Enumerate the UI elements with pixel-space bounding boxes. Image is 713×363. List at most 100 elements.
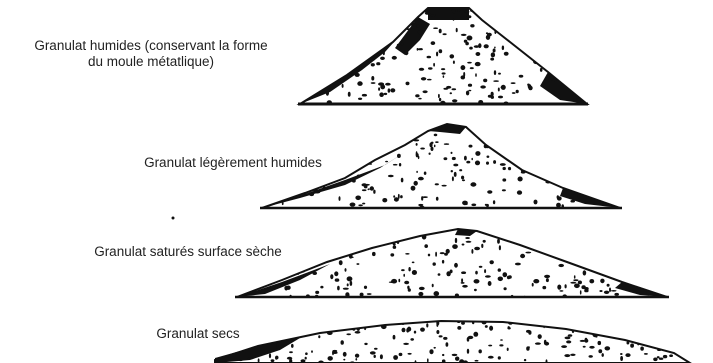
aggregate-speckle [580,340,586,342]
aggregate-speckle [620,353,623,355]
aggregate-speckle [461,34,467,36]
aggregate-speckle [461,75,466,79]
aggregate-speckle [470,24,474,27]
aggregate-speckle [666,346,670,350]
aggregate-speckle [436,197,439,201]
aggregate-speckle [433,63,435,67]
aggregate-speckle [564,354,570,357]
aggregate-speckle [519,75,524,78]
aggregate-speckle [502,178,506,181]
aggregate-speckle [286,324,289,329]
aggregate-speckle [517,190,522,194]
aggregate-speckle [674,346,678,351]
aggregate-speckle [373,190,375,194]
aggregate-speckle [510,16,514,19]
aggregate-speckle [575,53,578,56]
aggregate-speckle [397,44,400,47]
aggregate-speckle [583,162,587,164]
aggregate-speckle [413,139,419,141]
aggregate-speckle [346,7,351,10]
aggregate-speckle [416,132,418,134]
aggregate-speckle [363,48,366,51]
aggregate-speckle [587,194,591,196]
aggregate-speckle [247,334,251,337]
aggregate-speckle [505,233,510,237]
aggregate-speckle [450,54,455,58]
aggregate-speckle [478,43,481,48]
aggregate-speckle [366,244,371,246]
aggregate-speckle [306,28,310,31]
aggregate-speckle [375,31,381,35]
aggregate-speckle [274,188,276,192]
aggregate-speckle [588,191,592,193]
aggregate-speckle [401,320,406,325]
aggregate-speckle [540,125,545,129]
aggregate-speckle [454,263,458,268]
aggregate-speckle [589,258,593,260]
aggregate-speckle [439,98,441,101]
aggregate-speckle [500,163,506,166]
aggregate-speckle [363,321,368,326]
aggregate-speckle [280,270,283,272]
aggregate-speckle [580,69,585,71]
aggregate-speckle [283,261,287,265]
aggregate-speckle [565,284,567,288]
aggregate-speckle [424,172,427,175]
aggregate-speckle [583,270,587,275]
aggregate-speckle [513,33,518,37]
aggregate-speckle [632,251,634,255]
aggregate-speckle [271,236,277,241]
aggregate-speckle [486,162,489,165]
aggregate-speckle [393,246,397,249]
aggregate-speckle [556,159,559,161]
aggregate-speckle [402,328,406,333]
aggregate-speckle [609,288,611,293]
aggregate-speckle [579,44,582,48]
aggregate-speckle [419,68,424,71]
aggregate-speckle [393,164,398,166]
aggregate-speckle [459,169,462,171]
aggregate-speckle [342,84,344,88]
aggregate-speckle [582,139,588,143]
aggregate-speckle [625,353,630,357]
aggregate-speckle [455,238,457,243]
aggregate-speckle [602,353,604,357]
aggregate-speckle [616,190,621,194]
aggregate-speckle [574,165,579,168]
aggregate-speckle [557,140,563,144]
aggregate-speckle [390,253,394,256]
aggregate-speckle [327,131,330,136]
aggregate-speckle [271,165,274,168]
aggregate-speckle [577,71,581,75]
aggregate-speckle [609,174,611,178]
aggregate-speckle [589,147,595,152]
aggregate-speckle [443,88,448,90]
aggregate-speckle [414,331,416,334]
aggregate-speckle [432,284,434,287]
aggregate-speckle [503,167,506,170]
aggregate-speckle [397,154,401,158]
aggregate-speckle [246,332,252,337]
aggregate-speckle [408,267,410,271]
aggregate-speckle [384,93,388,95]
aggregate-speckle [361,52,364,56]
aggregate-speckle [332,350,337,352]
aggregate-speckle [373,34,375,37]
aggregate-speckle [659,358,664,360]
aggregate-speckle [473,332,478,337]
aggregate-speckle [367,131,371,133]
aggregate-speckle [245,286,250,289]
aggregate-speckle [302,10,308,14]
aggregate-speckle [434,291,440,296]
aggregate-speckle [558,250,562,255]
aggregate-speckle [617,333,620,337]
aggregate-speckle [327,20,329,22]
aggregate-speckle [511,231,516,233]
aggregate-speckle [485,275,491,278]
aggregate-speckle [262,253,265,256]
aggregate-speckle [584,287,588,290]
aggregate-speckle [265,275,269,280]
aggregate-speckle [347,283,349,286]
aggregate-speckle [471,204,476,207]
aggregate-speckle [536,51,538,55]
